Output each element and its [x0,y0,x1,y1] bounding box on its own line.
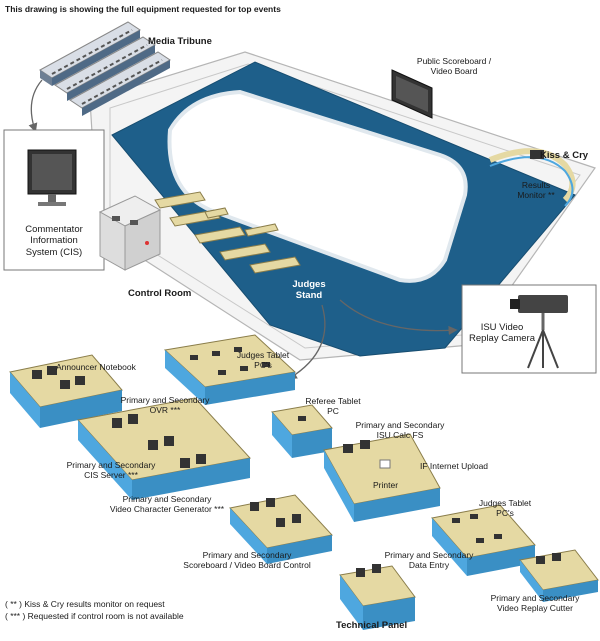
label-media-tribune: Media Tribune [148,36,212,47]
tribune-to-cis-arrow [28,79,43,133]
results-monitor-icon [530,150,544,159]
desk-referee [271,404,333,458]
media-tribune [39,21,171,116]
cis-monitor-icon [27,149,77,206]
control-room-building [98,195,162,271]
public-scoreboard-icon [391,69,433,119]
desk-ovr-cis-vcg [77,397,251,500]
note-kiss-and-cry: ( ** ) Kiss & Cry results monitor on req… [5,599,165,609]
desk-data-entry [339,564,416,630]
label-announcer-notebook: Announcer Notebook [56,362,136,372]
diagram-title: This drawing is showing the full equipme… [5,4,281,14]
desk-announcer [9,354,123,428]
replay-camera-icon [510,295,568,369]
desk-replay-cutter [519,549,599,602]
desk-judges-top [163,334,297,405]
ice-surface [167,89,468,283]
judges-stand-arrow [287,304,326,380]
desk-scoreboard-control [229,494,333,564]
referee-to-camera-arrow [339,299,458,335]
judges-stand-desks [154,191,301,274]
note-control-room: ( *** ) Requested if control room is not… [5,611,184,621]
label-kiss-and-cry: Kiss & Cry [540,150,589,161]
label-if-internet-upload: IF Internet Upload [420,461,489,471]
label-technical-panel: Technical Panel [336,620,408,631]
label-printer: Printer [373,480,399,490]
label-control-room: Control Room [128,288,192,299]
desk-isu-calc [323,433,441,522]
label-public-scoreboard: Public Scoreboard /Video Board [416,56,492,77]
desk-judges-bottom [431,504,536,576]
